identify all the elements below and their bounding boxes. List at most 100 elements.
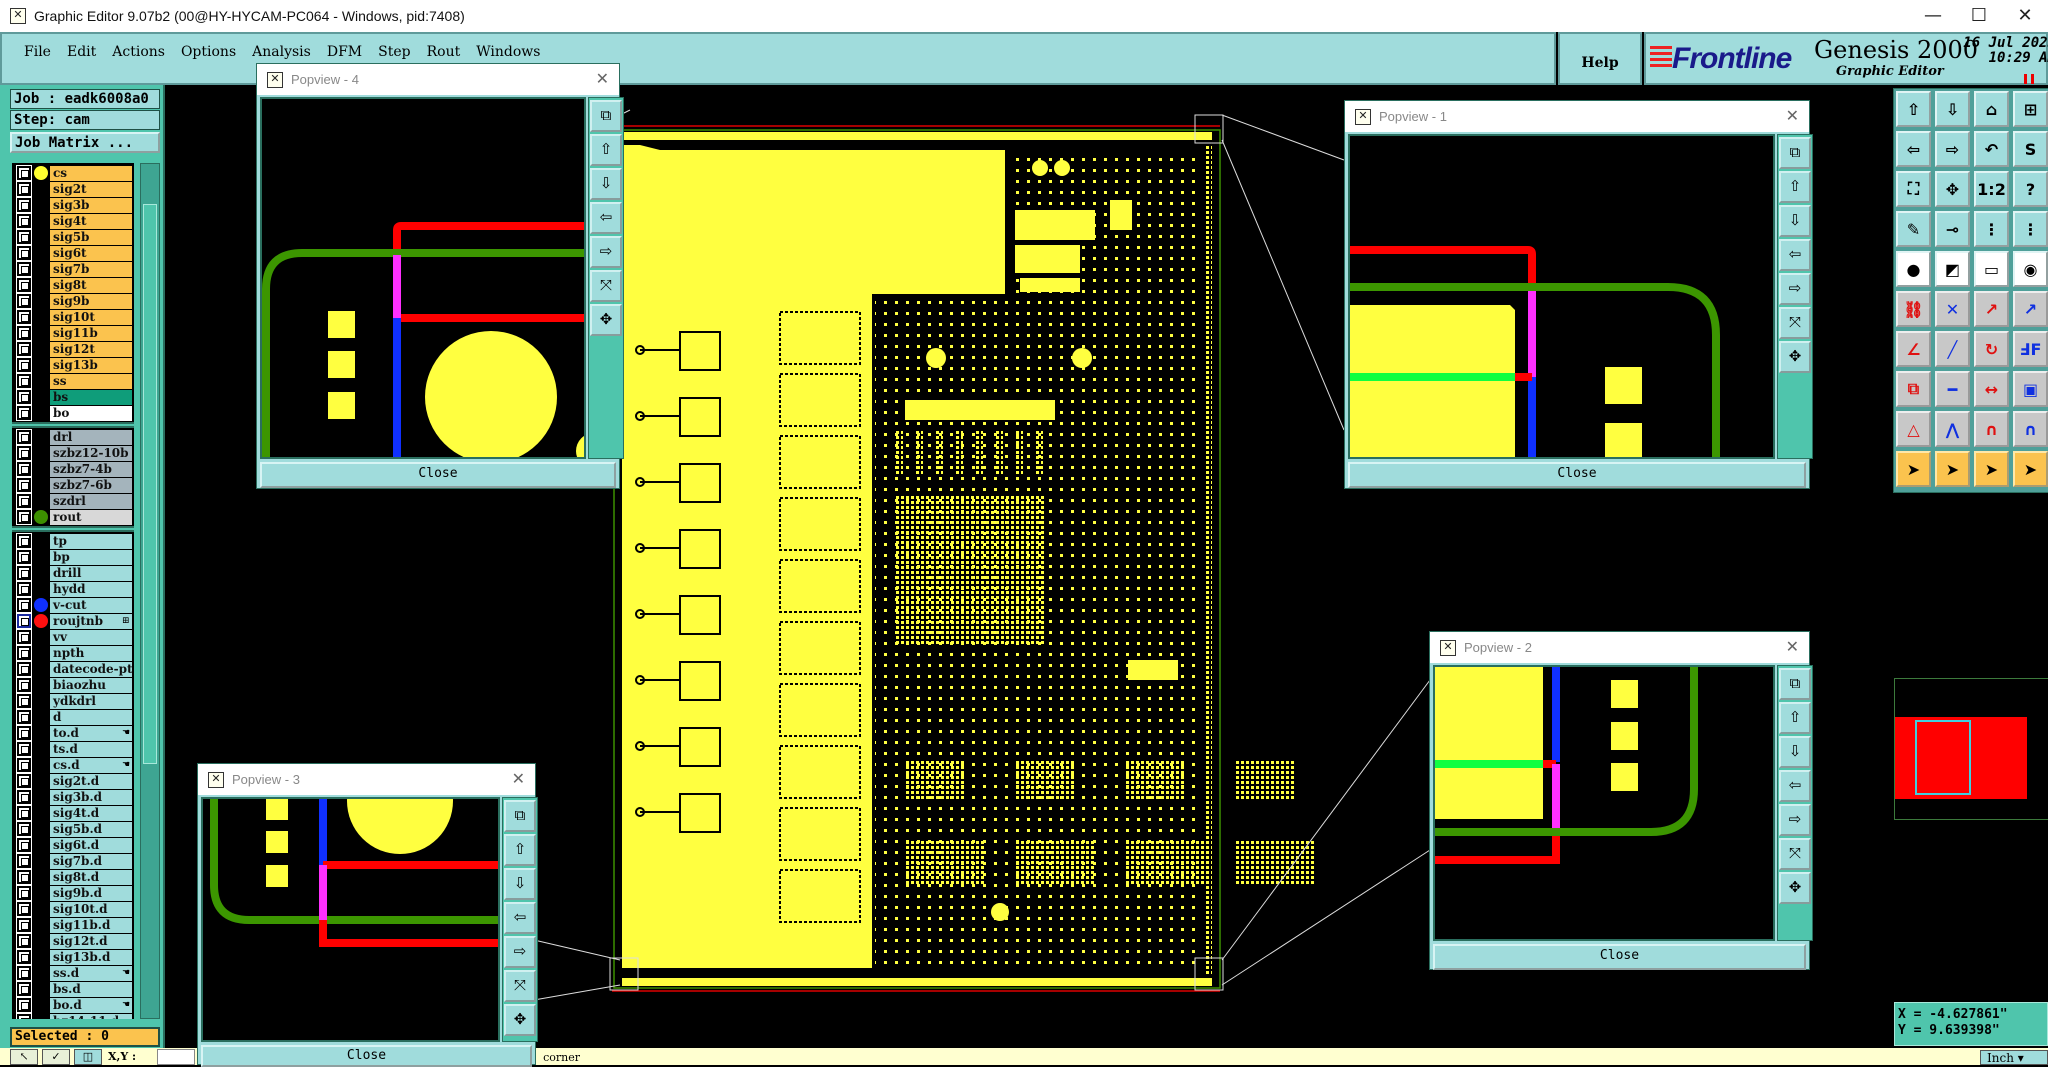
layer-row-npth[interactable]: npth xyxy=(12,645,134,661)
switch-view-icon[interactable]: ⧉ xyxy=(1779,137,1811,169)
zoom-in-icon[interactable]: ⤧ xyxy=(1779,838,1811,870)
layer-row-szbz7-6b[interactable]: szbz7-6b xyxy=(12,477,134,493)
layer-row-sig5b.d[interactable]: sig5b.d xyxy=(12,821,134,837)
layer-row-to.d[interactable]: to.d☚ xyxy=(12,725,134,741)
layer-checkbox[interactable] xyxy=(16,293,32,309)
pan-left-icon[interactable]: ⇦ xyxy=(504,902,536,934)
layer-row-sig8t[interactable]: sig8t xyxy=(12,277,134,293)
layer-row-sig12t.d[interactable]: sig12t.d xyxy=(12,933,134,949)
layer-row-sig2t[interactable]: sig2t xyxy=(12,181,134,197)
net-trace-icon[interactable]: ⋮ xyxy=(1974,211,2009,247)
pan-down-icon[interactable]: ⇩ xyxy=(504,868,536,900)
layer-checkbox[interactable] xyxy=(16,837,32,853)
layer-row-sig13b.d[interactable]: sig13b.d xyxy=(12,949,134,965)
line-icon[interactable]: ╱ xyxy=(1935,331,1970,367)
layer-row-sig13b[interactable]: sig13b xyxy=(12,357,134,373)
pointer-route-icon[interactable]: ➤ xyxy=(2013,451,2048,487)
layer-row-sig11b.d[interactable]: sig11b.d xyxy=(12,917,134,933)
layer-row-d[interactable]: d xyxy=(12,709,134,725)
zoom-out-icon[interactable]: ✥ xyxy=(1779,872,1811,904)
layer-row-drl[interactable]: drl xyxy=(12,429,134,445)
layer-checkbox[interactable] xyxy=(16,261,32,277)
layer-checkbox[interactable] xyxy=(16,629,32,645)
layer-checkbox[interactable] xyxy=(16,341,32,357)
layer-checkbox[interactable] xyxy=(16,357,32,373)
check-button[interactable]: ✓ xyxy=(42,1049,70,1065)
pan-left-icon[interactable]: ⇦ xyxy=(1896,131,1931,167)
layer-row-szbz7-4b[interactable]: szbz7-4b xyxy=(12,461,134,477)
menu-step[interactable]: Step xyxy=(378,44,411,60)
layer-checkbox[interactable] xyxy=(16,429,32,445)
popview-4-window[interactable]: ✕Popview - 4✕⧉⇧⇩⇦⇨⤧✥Close xyxy=(256,63,624,489)
layer-list-scrollbar[interactable] xyxy=(140,163,160,1019)
layer-checkbox[interactable] xyxy=(16,325,32,341)
layer-checkbox[interactable] xyxy=(16,405,32,421)
popview-1-window[interactable]: ✕Popview - 1✕⧉⇧⇩⇦⇨⤧✥Close xyxy=(1344,100,1813,489)
layer-checkbox[interactable] xyxy=(16,821,32,837)
snap-icon[interactable]: ⊸ xyxy=(1935,211,1970,247)
undo-zoom-icon[interactable]: ↶ xyxy=(1974,131,2009,167)
layer-checkbox[interactable] xyxy=(16,741,32,757)
layer-checkbox[interactable] xyxy=(16,245,32,261)
minimap[interactable] xyxy=(1894,678,2048,820)
job-matrix-button[interactable]: Job Matrix ... xyxy=(10,132,160,153)
move-pad-icon[interactable]: ↗ xyxy=(1974,291,2009,327)
copy-pad-icon[interactable]: ↗ xyxy=(2013,291,2048,327)
pan-up-icon[interactable]: ⇧ xyxy=(590,134,622,166)
area-select-icon[interactable]: ◩ xyxy=(1935,251,1970,287)
popview-viewport[interactable] xyxy=(1433,665,1775,941)
layer-row-sig4t.d[interactable]: sig4t.d xyxy=(12,805,134,821)
zoom-out-icon[interactable]: ✥ xyxy=(504,1004,536,1036)
layer-row-cs[interactable]: cs xyxy=(12,165,134,181)
layer-checkbox[interactable] xyxy=(16,901,32,917)
close-icon[interactable]: ✕ xyxy=(1785,106,1799,125)
menu-edit[interactable]: Edit xyxy=(66,44,97,60)
layer-row-tp[interactable]: tp xyxy=(12,533,134,549)
layer-row-bs[interactable]: bs xyxy=(12,389,134,405)
popview-2-window[interactable]: ✕Popview - 2✕⧉⇧⇩⇦⇨⤧✥Close xyxy=(1429,631,1813,970)
layer-checkbox[interactable] xyxy=(16,693,32,709)
layer-checkbox[interactable] xyxy=(16,853,32,869)
layer-row-bo[interactable]: bo xyxy=(12,405,134,421)
zoom-in-icon[interactable]: ⤧ xyxy=(504,970,536,1002)
maximize-button[interactable]: ☐ xyxy=(1970,5,1988,26)
layer-checkbox[interactable] xyxy=(16,917,32,933)
minimap-viewport[interactable] xyxy=(1915,720,1971,795)
angle-icon[interactable]: ∠ xyxy=(1896,331,1931,367)
menu-analysis[interactable]: Analysis xyxy=(252,44,311,60)
pan-right-icon[interactable]: ⇨ xyxy=(504,936,536,968)
close-icon[interactable]: ✕ xyxy=(511,769,525,788)
arch-2-icon[interactable]: ∩ xyxy=(2013,411,2048,447)
layer-row-bo.d[interactable]: bo.d☚ xyxy=(12,997,134,1013)
layer-row-sig9b.d[interactable]: sig9b.d xyxy=(12,885,134,901)
popview-close-button[interactable]: Close xyxy=(260,462,616,488)
layer-checkbox[interactable] xyxy=(16,213,32,229)
zoom-out-icon[interactable]: ✥ xyxy=(1935,171,1970,207)
pan-up-icon[interactable]: ⇧ xyxy=(1779,702,1811,734)
pan-left-icon[interactable]: ⇦ xyxy=(1779,239,1811,271)
layer-checkbox[interactable] xyxy=(16,981,32,997)
layer-checkbox[interactable] xyxy=(16,461,32,477)
popview-close-button[interactable]: Close xyxy=(201,1045,532,1067)
switch-view-icon[interactable]: ⧉ xyxy=(590,100,622,132)
layer-row-bp[interactable]: bp xyxy=(12,549,134,565)
popview-viewport[interactable] xyxy=(260,97,612,469)
home-icon[interactable]: ⌂ xyxy=(1974,91,2009,127)
layer-row-szdrl[interactable]: szdrl xyxy=(12,493,134,509)
layer-checkbox[interactable] xyxy=(16,373,32,389)
layer-row-sig3b.d[interactable]: sig3b.d xyxy=(12,789,134,805)
pan-down-icon[interactable]: ⇩ xyxy=(1779,736,1811,768)
layer-checkbox[interactable] xyxy=(16,597,32,613)
layer-checkbox[interactable] xyxy=(16,389,32,405)
layer-checkbox[interactable] xyxy=(16,933,32,949)
layer-row-vv[interactable]: vv xyxy=(12,629,134,645)
snake-icon[interactable]: S xyxy=(2013,131,2048,167)
menu-file[interactable]: File xyxy=(24,44,51,60)
ruler-icon[interactable]: ▭ xyxy=(1974,251,2009,287)
layer-row-bs.d[interactable]: bs.d xyxy=(12,981,134,997)
layer-row-datecode-ptc[interactable]: datecode-ptc xyxy=(12,661,134,677)
layer-checkbox[interactable] xyxy=(16,725,32,741)
menu-actions[interactable]: Actions xyxy=(112,44,165,60)
arch-icon[interactable]: ∩ xyxy=(1974,411,2009,447)
pan-down-icon[interactable]: ⇩ xyxy=(590,168,622,200)
